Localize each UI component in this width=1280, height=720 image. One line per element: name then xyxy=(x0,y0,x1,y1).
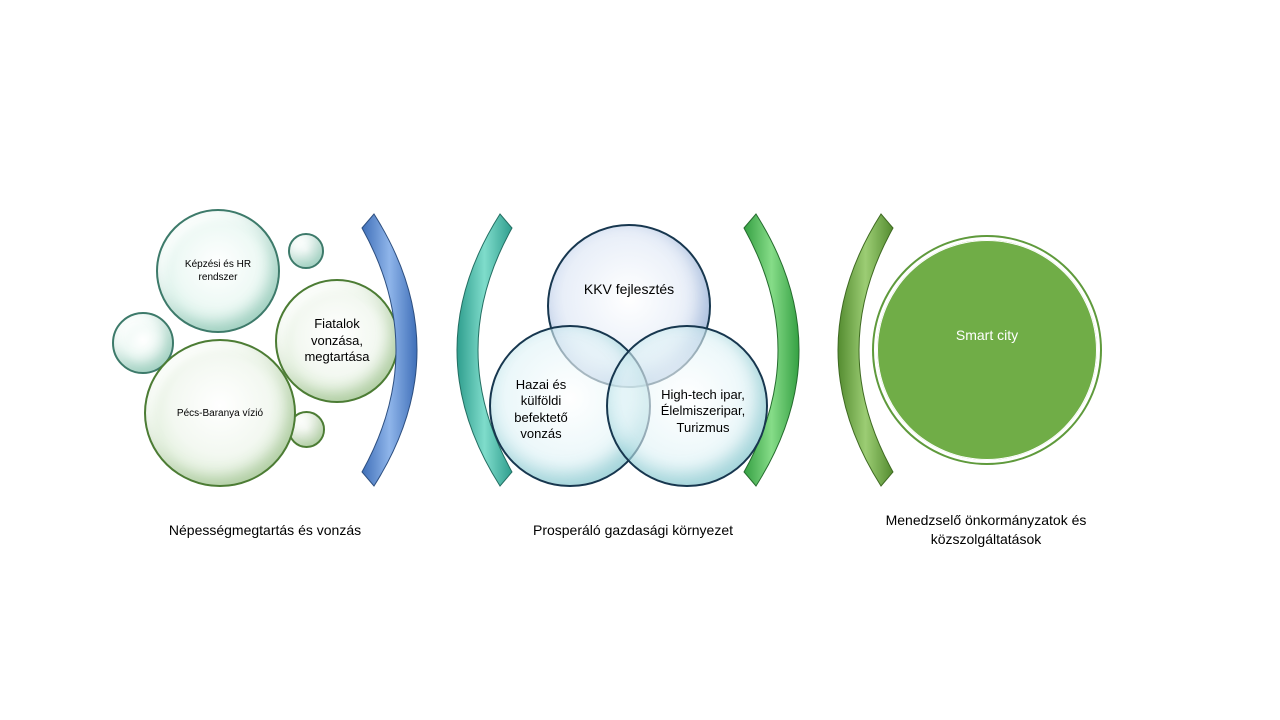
kepzesi-bubble: Képzési és HR rendszer xyxy=(156,209,280,333)
venn-hightech-circle xyxy=(606,325,768,487)
small-bubble-left xyxy=(112,312,174,374)
arc-teal-open xyxy=(456,213,513,487)
smart-city-label: Smart city xyxy=(955,327,1019,343)
venn-hazai-label: Hazai és külföldi befektető vonzás xyxy=(514,377,568,441)
arc-green-close xyxy=(743,213,800,487)
smart-city-circle: Smart city xyxy=(874,237,1100,463)
kepzesi-label: Képzési és HR rendszer xyxy=(184,258,252,284)
caption-gazdasagi: Prosperáló gazdasági környezet xyxy=(532,522,733,538)
fiatalok-label: Fiatalok vonzása, megtartása xyxy=(304,315,370,365)
caption-nepesseg: Népességmegtartás és vonzás xyxy=(168,522,362,538)
caption-onkormanyzat: Menedzselő önkormányzatok és közszolgált… xyxy=(885,512,1087,547)
arc-olive-open xyxy=(837,213,894,487)
pecs-baranya-bubble: Pécs-Baranya vízió xyxy=(144,339,296,487)
arc-blue-close xyxy=(361,213,418,487)
venn-hightech-label: High-tech ipar, Élelmiszeripar, Turizmus xyxy=(660,387,746,435)
pecs-baranya-label: Pécs-Baranya vízió xyxy=(176,407,264,419)
venn-kkv-label: KKV fejlesztés xyxy=(583,281,675,297)
small-bubble-top xyxy=(288,233,324,269)
